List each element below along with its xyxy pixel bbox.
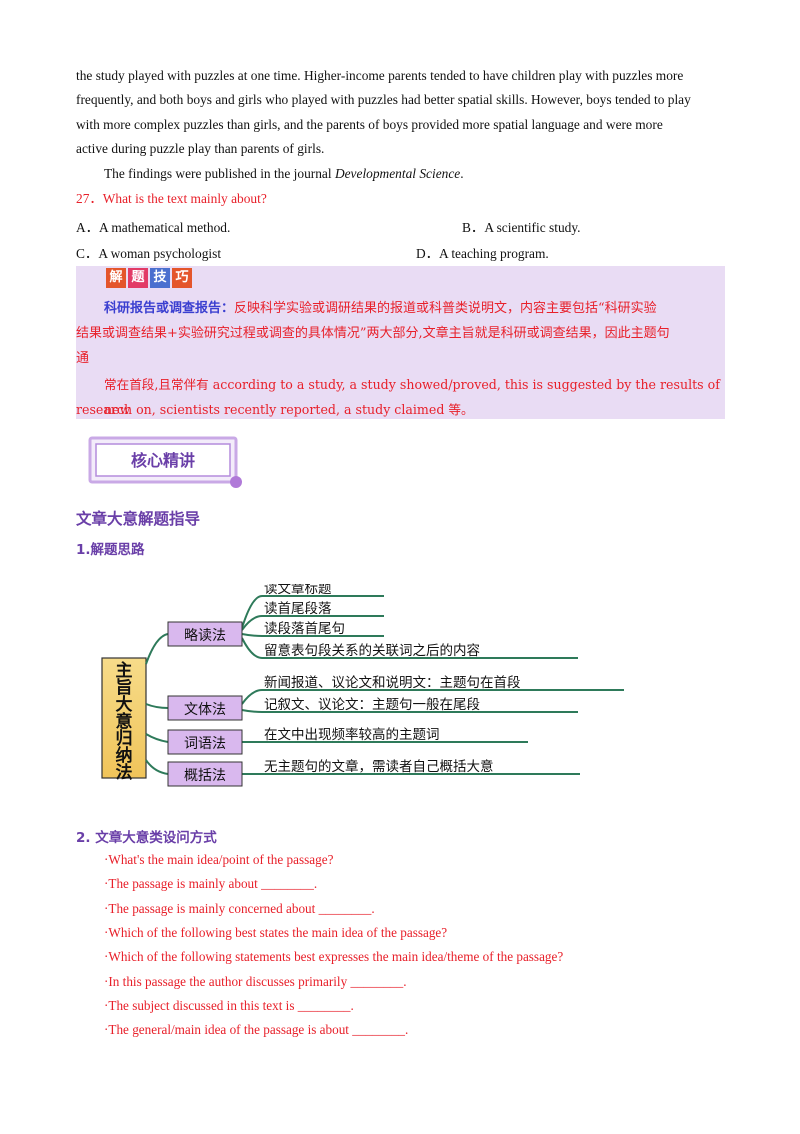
- method-box: [167, 729, 243, 755]
- passage-line: active during puzzle play than parents o…: [76, 141, 325, 156]
- root-box: [101, 657, 147, 779]
- method-item: 读首尾段落: [264, 601, 332, 617]
- passage-line: The findings were published in the journ…: [104, 162, 754, 187]
- option-c: C．A woman psychologist: [76, 246, 222, 261]
- tips-badge-char: 解: [106, 268, 126, 288]
- question-text: 27．What is the text mainly about?: [76, 191, 267, 206]
- passage-text: The findings were published in the journ…: [104, 166, 335, 181]
- method-box: [167, 761, 243, 787]
- passage-line: with more complex puzzles than girls, an…: [76, 117, 663, 132]
- section-banner-text: 核心精讲: [131, 451, 195, 470]
- tips-badge-char: 题: [128, 268, 148, 288]
- method-item: 无主题句的文章，需读者自己概括大意: [264, 758, 494, 775]
- method-label: 词语法: [184, 736, 226, 752]
- journal-name: Developmental Science: [334, 166, 461, 181]
- method-item: 在文中出现频率较高的主题词: [264, 726, 440, 743]
- passage-line: frequently, and both boys and girls who …: [76, 92, 691, 107]
- heading-approach: 1.解题思路: [76, 542, 145, 558]
- passage-text: .: [460, 166, 464, 181]
- question-form: ·Which of the following best states the …: [104, 925, 448, 940]
- method-item: 读文章标题: [264, 584, 332, 597]
- tips-line: 常在首段,且常伴有 according to a study, a study …: [104, 377, 720, 417]
- method-item: 读段落首尾句: [264, 621, 345, 637]
- tips-badge-char: 技: [150, 268, 170, 288]
- tips-line: research on, scientists recently reporte…: [76, 402, 474, 417]
- method-box: [167, 695, 243, 721]
- section-banner: 核心精讲: [88, 436, 242, 488]
- tips-line: 通: [76, 351, 90, 366]
- passage-line: the study played with puzzles at one tim…: [76, 68, 684, 83]
- tips-line: 结果或调查结果+实验研究过程或调查的具体情况”两大部分,文章主旨就是科研或调查结…: [76, 326, 670, 341]
- method-item: 新闻报道、议论文和说明文：主题句在首段: [264, 675, 521, 691]
- method-label: 概括法: [184, 768, 226, 784]
- option-b: B．A scientific study.: [462, 220, 581, 235]
- mind-map-diagram: 略读法 文体法 词语法 概括法 读文章标题 读首尾段落 读段落首尾句 留意表句段…: [101, 584, 624, 787]
- method-label: 文体法: [184, 702, 226, 718]
- method-item: 留意表句段关系的关联词之后的内容: [264, 642, 480, 659]
- tips-box: [76, 266, 725, 419]
- tips-text: 反映科学实验或调研结果的报道或科普类说明文，内容主要包括“科研实验: [234, 301, 657, 316]
- option-a: A．A mathematical method.: [76, 220, 231, 235]
- heading-main-idea-guide: 文章大意解题指导: [76, 510, 201, 528]
- heading-question-forms: 2. 文章大意类设问方式: [76, 830, 217, 846]
- question-form: ·What's the main idea/point of the passa…: [104, 852, 334, 867]
- method-item: 记叙文、议论文：主题句一般在尾段: [264, 697, 480, 713]
- method-label: 略读法: [184, 627, 226, 644]
- tips-line: 科研报告或调查报告：反映科学实验或调研结果的报道或科普类说明文，内容主要包括“科…: [104, 296, 726, 321]
- method-box: [167, 621, 243, 647]
- question-form: ·The passage is mainly about ________.: [104, 876, 318, 891]
- question-form: ·The general/main idea of the passage is…: [104, 1022, 409, 1037]
- question-form: ·The subject discussed in this text is _…: [104, 998, 354, 1013]
- tips-title: 科研报告或调查报告：: [104, 301, 235, 316]
- root-label: 主旨大意归纳法: [116, 660, 133, 783]
- tips-badge-char: 巧: [172, 268, 192, 288]
- option-d: D．A teaching program.: [416, 246, 549, 261]
- question-form: ·Which of the following statements best …: [104, 949, 564, 964]
- question-form: ·In this passage the author discusses pr…: [104, 974, 407, 989]
- question-form: ·The passage is mainly concerned about _…: [104, 901, 375, 916]
